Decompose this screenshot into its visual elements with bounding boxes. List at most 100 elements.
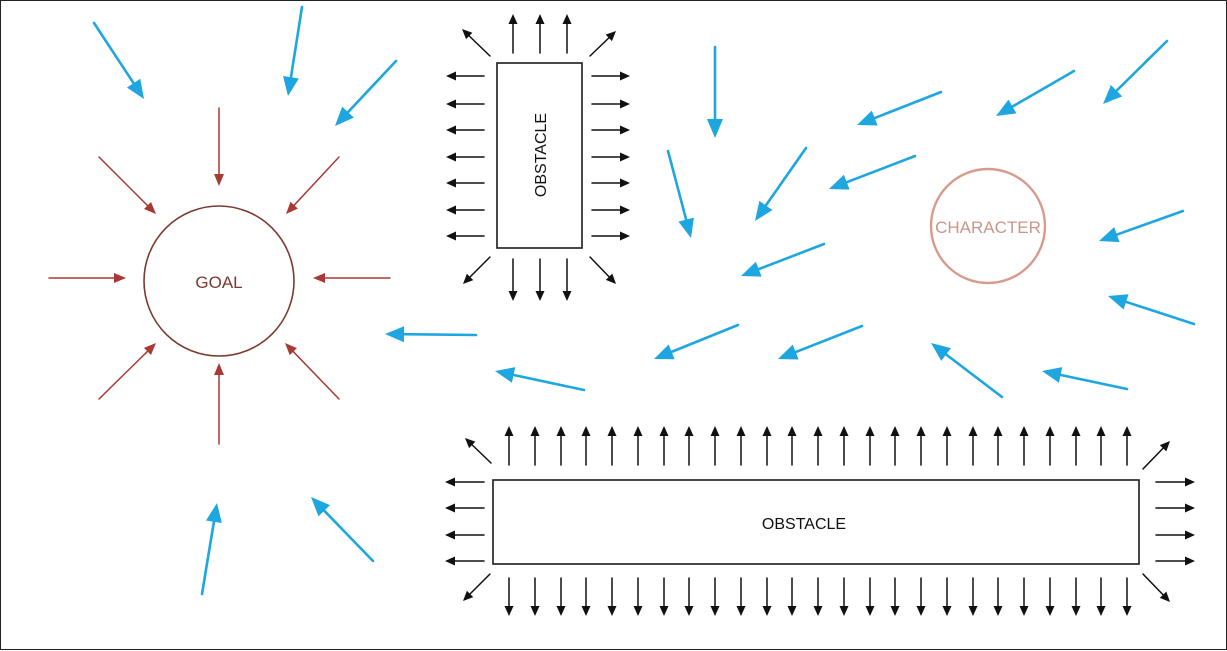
obstacle-arrow-down [839, 577, 849, 616]
obstacle-arrow-up [813, 426, 823, 466]
obstacle-arrow-left [446, 152, 485, 162]
obstacle-arrow-right [591, 71, 630, 81]
obstacle-arrow-left [445, 503, 485, 513]
obstacle-arrow-right [591, 152, 630, 162]
obstacle-arrow-down [581, 577, 591, 616]
obstacle-arrow-up [556, 426, 566, 466]
obstacle-arrow-down [1096, 577, 1106, 616]
obstacle-arrow-up [787, 426, 797, 466]
obstacle-arrow-left [446, 99, 485, 109]
obstacle-arrow-down [1071, 577, 1081, 616]
obstacle-arrow-up [736, 426, 746, 466]
obstacle-arrow-right [591, 99, 630, 109]
obstacle-arrow-down [942, 577, 952, 616]
goal-circle [143, 205, 295, 357]
obstacle-arrow-diagonal [589, 31, 616, 57]
obstacle-arrow-up [916, 426, 926, 466]
obstacle-arrow-down [1019, 577, 1029, 616]
obstacle-arrow-left [445, 556, 485, 566]
flow-arrow [755, 146, 808, 221]
obstacle-arrow-right [1155, 556, 1195, 566]
flow-arrow [1042, 367, 1129, 391]
obstacle-arrow-down [659, 577, 669, 616]
goal-arrow [214, 107, 224, 186]
obstacle-vertical [496, 62, 583, 249]
flow-arrow [92, 21, 144, 99]
flow-arrow [311, 497, 375, 563]
flow-field-arrows [92, 5, 1196, 596]
obstacle-arrow-up [1096, 426, 1106, 466]
obstacle-arrow-up [508, 14, 518, 54]
obstacle-arrow-down [916, 577, 926, 616]
obstacle-arrow-left [446, 178, 485, 188]
goal-arrow [285, 343, 340, 400]
obstacle-arrow-up [968, 426, 978, 466]
obstacle-arrow-up [607, 426, 617, 466]
obstacle-arrow-down [684, 577, 694, 616]
obstacle-arrow-right [1155, 530, 1195, 540]
character-circle [929, 167, 1047, 285]
obstacle-arrow-up [890, 426, 900, 466]
obstacle-arrow-down [633, 577, 643, 616]
flow-arrow [335, 59, 398, 126]
obstacle-arrow-up [633, 426, 643, 466]
obstacle-arrow-up [659, 426, 669, 466]
obstacle-arrow-right [591, 205, 630, 215]
obstacle-horizontal-label: OBSTACLE [762, 516, 846, 533]
obstacle-arrow-down [508, 258, 518, 301]
obstacle-arrow-down [890, 577, 900, 616]
flow-arrow [778, 324, 864, 360]
obstacle-arrow-up [1071, 426, 1081, 466]
flow-arrow [1108, 294, 1196, 326]
obstacle-arrow-up [504, 426, 514, 466]
obstacle-arrow-down [813, 577, 823, 616]
goal-arrow [286, 156, 340, 214]
obstacle-arrow-diagonal [463, 573, 491, 601]
obstacle-arrow-left [445, 530, 485, 540]
obstacle-arrow-down [1045, 577, 1055, 616]
obstacle-arrow-up [1045, 426, 1055, 466]
obstacle-arrow-left [445, 477, 485, 487]
obstacle-arrow-down [736, 577, 746, 616]
obstacle-arrow-down [504, 577, 514, 616]
obstacle-arrow-up [535, 14, 545, 54]
character-label: CHARACTER [935, 218, 1041, 237]
flow-arrow [829, 154, 917, 190]
obstacle-arrow-up [839, 426, 849, 466]
obstacle-arrow-up [1019, 426, 1029, 466]
obstacle-arrow-diagonal [1142, 573, 1170, 602]
obstacle-arrow-down [865, 577, 875, 616]
obstacle-arrow-diagonal [463, 256, 491, 284]
flow-arrow [385, 326, 478, 343]
flow-arrow [495, 367, 586, 392]
obstacle-repulsion-arrows [445, 14, 1195, 616]
obstacle-arrow-up [684, 426, 694, 466]
obstacle-arrow-up [1122, 426, 1132, 466]
goal-arrow [98, 156, 156, 214]
obstacle-arrow-down [1122, 577, 1132, 616]
obstacle-arrow-left [446, 71, 485, 81]
obstacle-arrow-up [762, 426, 772, 466]
flow-arrow [707, 45, 723, 138]
flow-arrow [931, 343, 1004, 399]
obstacle-arrow-up [530, 426, 540, 466]
obstacle-arrow-down [993, 577, 1003, 616]
obstacle-arrow-right [591, 125, 630, 135]
obstacle-arrow-up [993, 426, 1003, 466]
goal-arrow [48, 273, 126, 283]
obstacle-arrow-left [446, 231, 485, 241]
obstacle-arrow-down [607, 577, 617, 616]
goal-arrow [214, 363, 224, 445]
goal-attraction-arrows [48, 107, 391, 445]
obstacle-arrow-up [710, 426, 720, 466]
obstacle-arrow-right [1155, 477, 1195, 487]
obstacle-arrow-down [762, 577, 772, 616]
flow-arrow [1099, 209, 1185, 243]
obstacle-arrow-up [581, 426, 591, 466]
obstacle-arrow-diagonal [1142, 441, 1170, 470]
obstacle-arrow-diagonal [589, 256, 616, 284]
obstacle-arrow-up [865, 426, 875, 466]
obstacle-arrow-down [535, 258, 545, 301]
